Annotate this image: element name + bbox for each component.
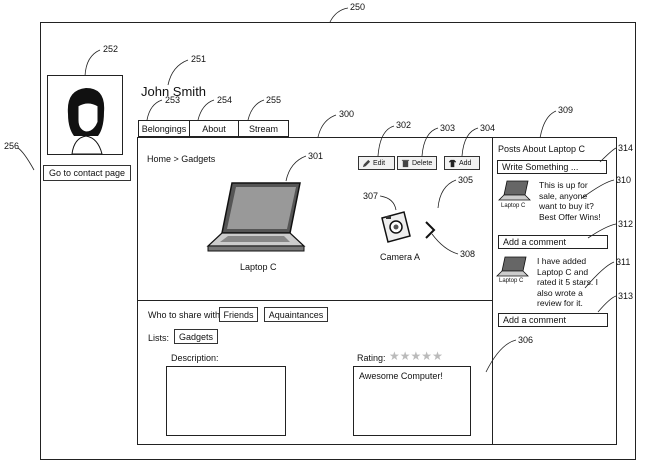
star-icon[interactable]: ★ (432, 349, 443, 363)
ref-255: 255 (266, 95, 282, 105)
post1-thumb-label: Laptop C (501, 203, 526, 209)
star-icon[interactable]: ★ (389, 349, 400, 363)
posts-title: Posts About Laptop C (498, 144, 586, 154)
review-text: Awesome Computer! (359, 371, 443, 381)
friends-button[interactable]: Friends (219, 307, 258, 322)
post1-line: sale, anyone (539, 190, 588, 201)
ref-250: 250 (350, 2, 366, 12)
write-something-input[interactable]: Write Something ... (497, 160, 607, 174)
ref-306: 306 (518, 335, 534, 345)
post2-text: I have added Laptop C and rated it 5 sta… (537, 256, 598, 309)
breadcrumb[interactable]: Home > Gadgets (147, 154, 216, 164)
ref-307: 307 (363, 191, 379, 201)
laptop-label: Laptop C (240, 262, 277, 272)
ref-310: 310 (616, 175, 632, 185)
post2-line: Laptop C and (537, 266, 589, 277)
share-label: Who to share with (148, 310, 221, 320)
ref-305: 305 (458, 175, 474, 185)
ref-252: 252 (103, 44, 119, 54)
ref-313: 313 (618, 291, 634, 301)
edit-label: Edit (373, 159, 386, 167)
description-label: Description: (171, 353, 219, 363)
profile-photo (47, 75, 123, 155)
tshirt-icon (448, 159, 457, 167)
ref-314: 314 (618, 143, 634, 153)
chevron-right-icon[interactable] (424, 220, 436, 240)
star-icon[interactable]: ★ (410, 349, 422, 363)
laptop-icon[interactable] (202, 180, 312, 256)
delete-label: Delete (412, 159, 433, 167)
contact-page-button[interactable]: Go to contact page (43, 165, 131, 181)
laptop-thumb-icon (498, 180, 531, 201)
ref-301: 301 (308, 151, 324, 161)
post1-line: want to buy it? (539, 201, 594, 211)
description-field[interactable] (166, 366, 286, 436)
ref-309: 309 (558, 105, 574, 115)
post2-line: I have added (537, 256, 587, 266)
lists-label: Lists: (148, 333, 170, 343)
edit-button[interactable]: Edit (358, 156, 395, 170)
ref-311: 311 (616, 257, 631, 267)
post2-line: review for it. (537, 298, 583, 308)
review-field[interactable]: Awesome Computer! (353, 366, 471, 436)
camera-icon[interactable] (378, 210, 414, 246)
post2-thumb-label: Laptop C (499, 278, 524, 284)
ref-312: 312 (618, 219, 634, 229)
tab-stream[interactable]: Stream (238, 120, 289, 137)
comment2-input[interactable]: Add a comment (498, 313, 608, 327)
avatar-icon (67, 88, 105, 155)
post2-line: also wrote a (537, 287, 583, 298)
post1-line: This is up for (539, 180, 588, 190)
delete-button[interactable]: Delete (397, 156, 437, 170)
comment1-input[interactable]: Add a comment (498, 235, 608, 249)
ref-254: 254 (217, 95, 233, 105)
post1-line: Best Offer Wins! (539, 211, 601, 222)
laptop-thumb-icon (496, 256, 529, 277)
profile-name: John Smith (141, 84, 207, 99)
star-icon[interactable]: ★ (399, 349, 411, 363)
ref-308: 308 (460, 249, 476, 259)
ref-302: 302 (396, 120, 412, 130)
rating-label: Rating: (357, 353, 386, 363)
panel-divider (137, 300, 493, 301)
gadgets-list-button[interactable]: Gadgets (174, 329, 218, 344)
ref-300: 300 (339, 109, 355, 119)
ref-304: 304 (480, 123, 496, 133)
post1-text: This is up for sale, anyone want to buy … (539, 180, 601, 222)
rating-stars[interactable]: ★★★★★ (389, 349, 443, 363)
ref-303: 303 (440, 123, 456, 133)
ref-256: 256 (4, 141, 20, 151)
ref-253: 253 (165, 95, 181, 105)
acquaintances-button[interactable]: Aquaintances (264, 307, 328, 322)
star-icon[interactable]: ★ (421, 349, 433, 363)
camera-label: Camera A (380, 252, 421, 262)
post2-line: rated it 5 stars. I (537, 277, 598, 287)
add-button[interactable]: Add (444, 156, 480, 170)
ref-251: 251 (191, 54, 207, 64)
add-label: Add (459, 159, 472, 167)
trash-icon (401, 159, 410, 167)
pencil-icon (362, 159, 371, 167)
